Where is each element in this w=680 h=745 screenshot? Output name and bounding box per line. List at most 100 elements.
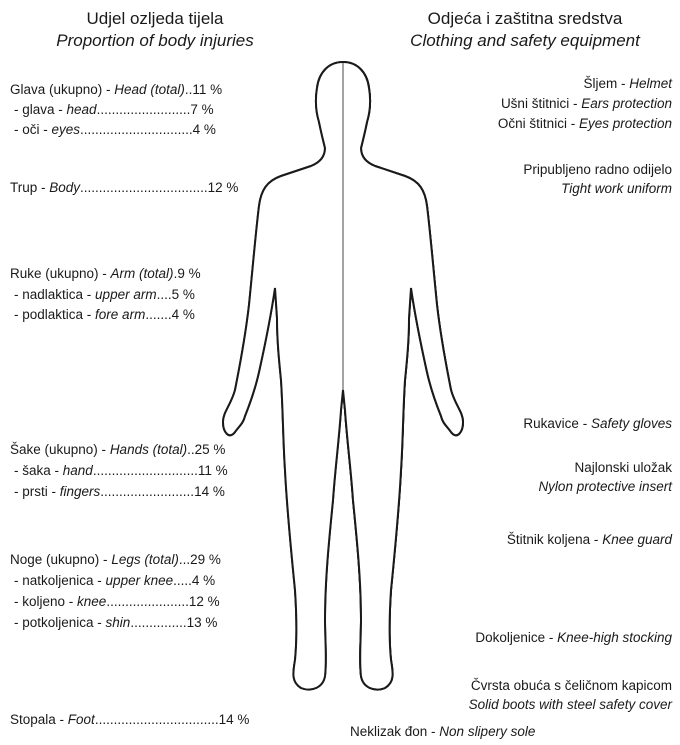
injury-foot: Stopala - Foot..........................… xyxy=(10,710,249,730)
dots: ............................ xyxy=(93,463,198,478)
fingers-en: fingers xyxy=(60,484,101,499)
legs-total-pct: 29 % xyxy=(190,552,221,567)
uniform-en: Tight work uniform xyxy=(523,179,672,198)
gloves-hr: Rukavice - xyxy=(523,416,591,431)
injury-upper-knee: - natkoljenica - upper knee.....4 % xyxy=(14,571,215,591)
knee-guard-en: Knee guard xyxy=(602,532,672,547)
upper-knee-en: upper knee xyxy=(106,573,174,588)
body-en: Body xyxy=(49,180,80,195)
hand-pct: 11 % xyxy=(198,463,228,478)
arm-total-pct: 9 % xyxy=(177,266,200,281)
eyes-protection-hr: Očni štitnici - xyxy=(498,116,579,131)
eyes-pct: 4 % xyxy=(193,122,216,137)
eyes-hr: - oči - xyxy=(14,122,52,137)
eyes-protection-en: Eyes protection xyxy=(579,116,672,131)
knee-pct: 12 % xyxy=(189,594,220,609)
dots: .. xyxy=(187,442,195,457)
dots: .............................. xyxy=(80,122,193,137)
dots: ............... xyxy=(130,615,186,630)
knee-hr: - koljeno - xyxy=(14,594,77,609)
dots: ....... xyxy=(145,307,171,322)
injuries-title-en: Proportion of body injuries xyxy=(30,30,280,52)
equip-stocking: Dokoljenice - Knee-high stocking xyxy=(475,628,672,647)
hands-total-hr: Šake (ukupno) - xyxy=(10,442,110,457)
injury-hands-total: Šake (ukupno) - Hands (total)..25 % xyxy=(10,440,225,460)
equip-boots: Čvrsta obuća s čeličnom kapicom Solid bo… xyxy=(469,676,672,714)
hands-total-pct: 25 % xyxy=(195,442,226,457)
foot-pct: 14 % xyxy=(219,712,250,727)
dots: ......................... xyxy=(100,484,194,499)
dots: ..... xyxy=(173,573,192,588)
injury-head: - glava - head.........................7… xyxy=(14,100,214,120)
upper-knee-hr: - natkoljenica - xyxy=(14,573,106,588)
ears-en: Ears protection xyxy=(581,96,672,111)
stocking-en: Knee-high stocking xyxy=(557,630,672,645)
head-total-en: Head (total) xyxy=(114,82,185,97)
body-hr: Trup - xyxy=(10,180,49,195)
injury-legs-total: Noge (ukupno) - Legs (total)...29 % xyxy=(10,550,221,570)
equip-eyes: Očni štitnici - Eyes protection xyxy=(498,114,672,133)
equip-uniform: Pripubljeno radno odijelo Tight work uni… xyxy=(523,160,672,198)
sole-en: Non slipery sole xyxy=(439,724,535,739)
equipment-title-en: Clothing and safety equipment xyxy=(380,30,670,52)
dots: ................................. xyxy=(95,712,219,727)
equip-insert: Najlonski uložak Nylon protective insert xyxy=(538,458,672,496)
upper-arm-en: upper arm xyxy=(95,287,157,302)
gloves-en: Safety gloves xyxy=(591,416,672,431)
boots-en: Solid boots with steel safety cover xyxy=(469,695,672,714)
fore-arm-en: fore arm xyxy=(95,307,145,322)
knee-en: knee xyxy=(77,594,106,609)
upper-knee-pct: 4 % xyxy=(192,573,215,588)
injury-fore-arm: - podlaktica - fore arm.......4 % xyxy=(14,305,195,325)
upper-arm-hr: - nadlaktica - xyxy=(14,287,95,302)
equip-ears: Ušni štitnici - Ears protection xyxy=(501,94,672,113)
injuries-header: Udjel ozljeda tijela Proportion of body … xyxy=(30,8,280,52)
injury-fingers: - prsti - fingers.......................… xyxy=(14,482,225,502)
head-total-hr: Glava (ukupno) - xyxy=(10,82,114,97)
injury-shin: - potkoljenica - shin...............13 % xyxy=(14,613,217,633)
injury-arm-total: Ruke (ukupno) - Arm (total).9 % xyxy=(10,264,201,284)
injuries-title-hr: Udjel ozljeda tijela xyxy=(30,8,280,30)
legs-total-hr: Noge (ukupno) - xyxy=(10,552,111,567)
injury-knee: - koljeno - knee......................12… xyxy=(14,592,220,612)
ears-hr: Ušni štitnici - xyxy=(501,96,581,111)
arm-total-hr: Ruke (ukupno) - xyxy=(10,266,111,281)
fore-arm-pct: 4 % xyxy=(172,307,195,322)
hand-hr: - šaka - xyxy=(14,463,63,478)
foot-hr: Stopala - xyxy=(10,712,68,727)
injury-upper-arm: - nadlaktica - upper arm....5 % xyxy=(14,285,195,305)
stocking-hr: Dokoljenice - xyxy=(475,630,557,645)
dots: .................................. xyxy=(80,180,208,195)
dots: .... xyxy=(157,287,172,302)
boots-hr: Čvrsta obuća s čeličnom kapicom xyxy=(469,676,672,695)
hands-total-en: Hands (total) xyxy=(110,442,187,457)
knee-guard-hr: Štitnik koljena - xyxy=(507,532,602,547)
foot-en: Foot xyxy=(68,712,95,727)
dots: ... xyxy=(179,552,190,567)
arm-total-en: Arm (total) xyxy=(111,266,174,281)
legs-total-en: Legs (total) xyxy=(111,552,179,567)
injury-body: Trup - Body.............................… xyxy=(10,178,238,198)
equip-sole: Neklizak đon - Non slipery sole xyxy=(350,722,535,742)
shin-pct: 13 % xyxy=(187,615,218,630)
head-pct: 7 % xyxy=(190,102,213,117)
insert-hr: Najlonski uložak xyxy=(538,458,672,477)
body-pct: 12 % xyxy=(208,180,239,195)
injury-hand: - šaka - hand...........................… xyxy=(14,461,228,481)
human-body-figure xyxy=(215,60,475,700)
equip-gloves: Rukavice - Safety gloves xyxy=(523,414,672,433)
eyes-en: eyes xyxy=(52,122,81,137)
equip-helmet: Šljem - Helmet xyxy=(583,74,672,93)
equipment-header: Odjeća i zaštitna sredstva Clothing and … xyxy=(380,8,670,52)
head-en: head xyxy=(67,102,97,117)
equip-knee-guard: Štitnik koljena - Knee guard xyxy=(507,530,672,549)
injury-head-total: Glava (ukupno) - Head (total)..11 % xyxy=(10,80,222,100)
sole-hr: Neklizak đon - xyxy=(350,724,439,739)
dots: ...................... xyxy=(106,594,189,609)
dots: ......................... xyxy=(97,102,191,117)
head-hr: - glava - xyxy=(14,102,67,117)
hand-en: hand xyxy=(63,463,93,478)
fore-arm-hr: - podlaktica - xyxy=(14,307,95,322)
fingers-hr: - prsti - xyxy=(14,484,60,499)
insert-en: Nylon protective insert xyxy=(538,477,672,496)
